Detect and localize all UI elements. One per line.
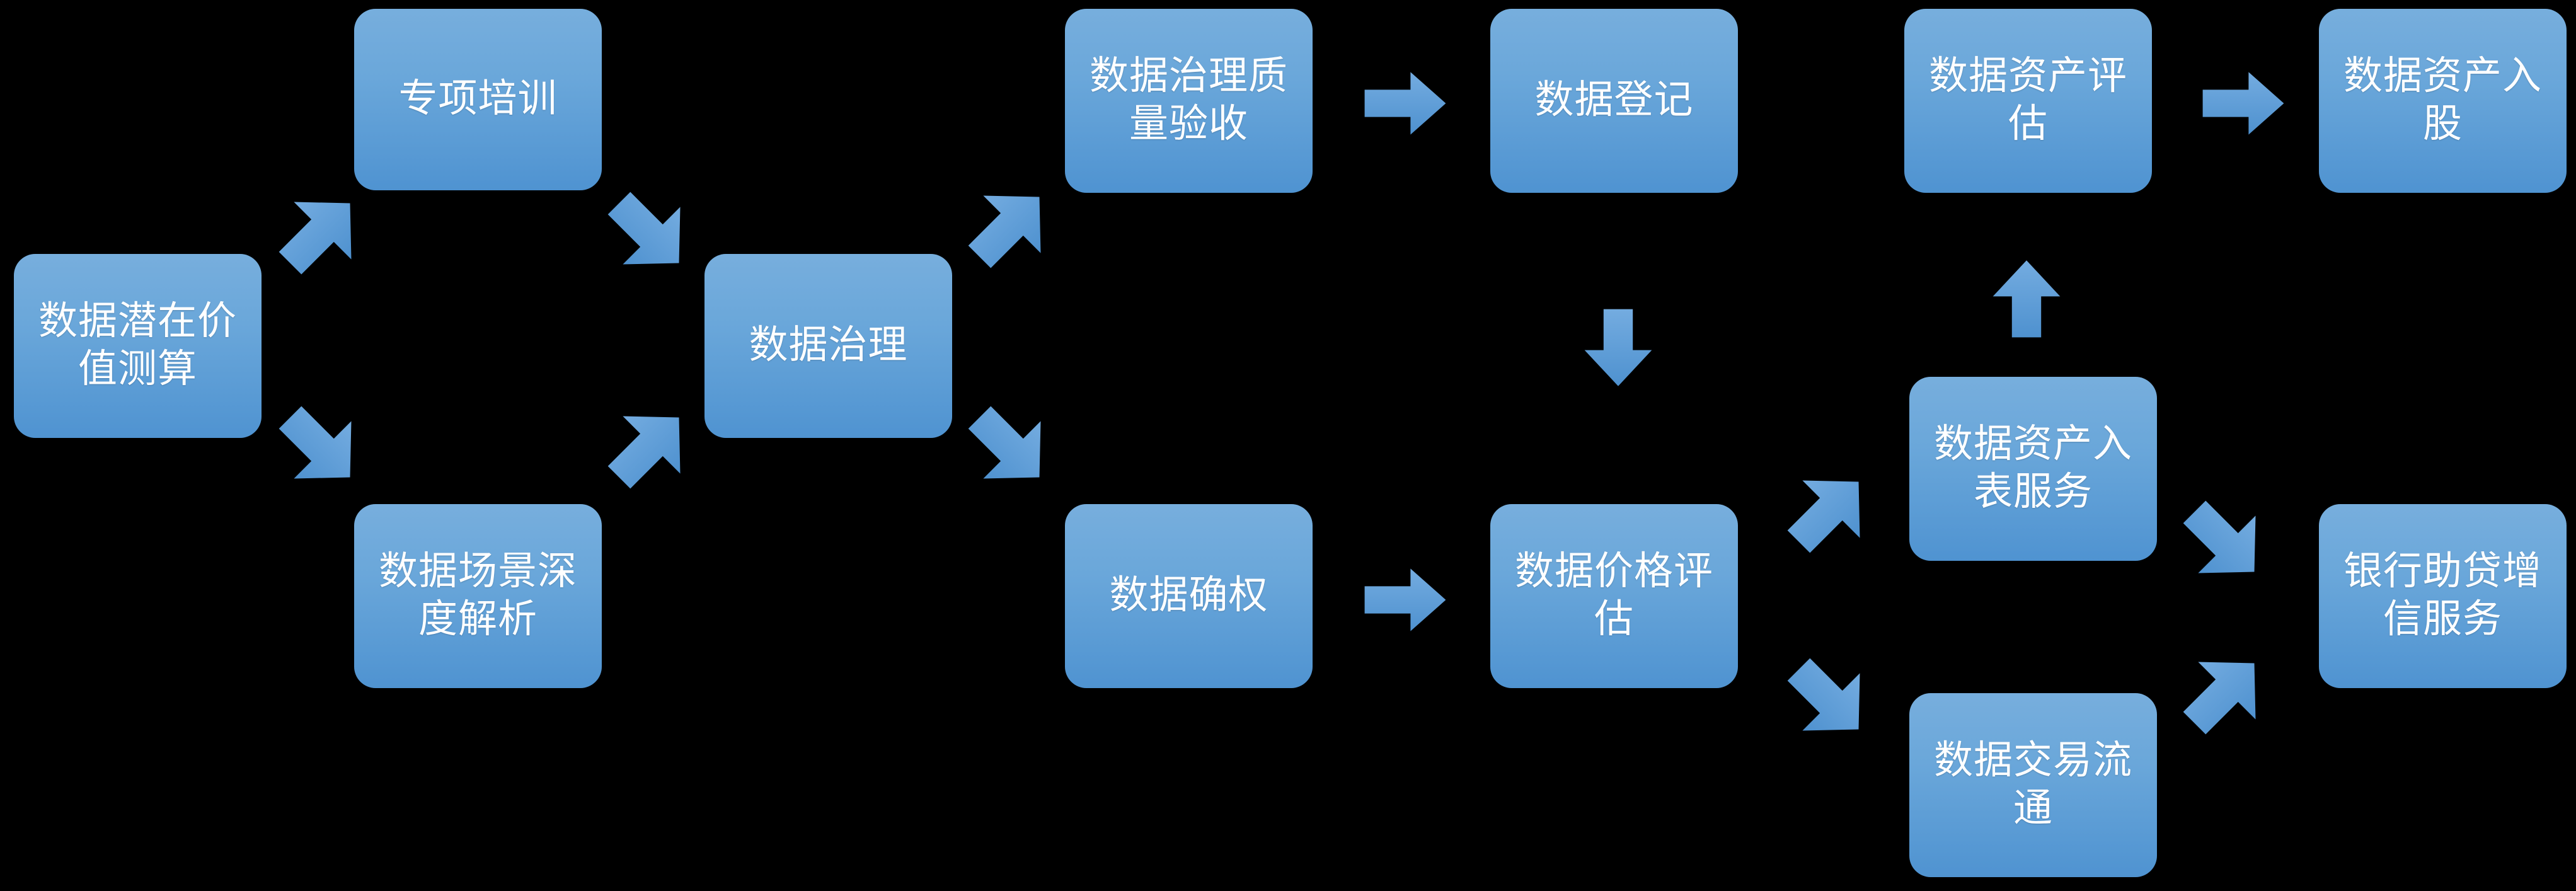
flow-node-n9[interactable]: 数据资产评估 bbox=[1904, 9, 2152, 193]
flow-arrow-diag-down-right bbox=[2180, 498, 2268, 586]
flow-node-n3[interactable]: 数据场景深度解析 bbox=[354, 504, 602, 688]
flow-node-label: 银行助贷增信服务 bbox=[2343, 550, 2542, 641]
flow-node-n1[interactable]: 数据潜在价值测算 bbox=[14, 254, 262, 438]
flow-arrow-diag-down-right bbox=[965, 403, 1054, 491]
flow-node-n7[interactable]: 数据登记 bbox=[1490, 9, 1738, 193]
flow-node-n10[interactable]: 数据资产入股 bbox=[2319, 9, 2567, 193]
flow-node-n4[interactable]: 数据治理 bbox=[704, 254, 952, 438]
flow-node-label: 数据治理质量验收 bbox=[1089, 55, 1288, 146]
flow-node-label: 数据场景深度解析 bbox=[378, 550, 577, 641]
flow-arrow-diag-down-right bbox=[1785, 655, 1873, 744]
flow-node-label: 数据资产入股 bbox=[2343, 55, 2542, 146]
flow-arrow-diag-up-right bbox=[605, 403, 693, 491]
flow-arrow-diag-down-right bbox=[605, 189, 693, 277]
flow-node-label: 数据确权 bbox=[1109, 574, 1268, 618]
flow-node-label: 数据资产入表服务 bbox=[1933, 423, 2132, 514]
flow-arrow-diag-up-right bbox=[2180, 649, 2268, 737]
flow-node-label: 数据治理 bbox=[749, 324, 908, 367]
flow-arrow-diag-up-right bbox=[276, 189, 364, 277]
flow-node-n2[interactable]: 专项培训 bbox=[354, 9, 602, 190]
flow-node-label: 数据登记 bbox=[1534, 79, 1694, 122]
flow-node-label: 专项培训 bbox=[398, 78, 558, 121]
flow-arrow-diag-up-right bbox=[1785, 468, 1873, 556]
flow-node-n11[interactable]: 数据资产入表服务 bbox=[1909, 377, 2157, 561]
flow-node-label: 数据价格评估 bbox=[1514, 550, 1713, 641]
flow-node-label: 数据资产评估 bbox=[1928, 55, 2127, 146]
flow-node-n8[interactable]: 数据价格评估 bbox=[1490, 504, 1738, 688]
flow-arrow-right bbox=[2199, 69, 2287, 137]
flow-node-n5[interactable]: 数据治理质量验收 bbox=[1065, 9, 1313, 193]
flow-node-label: 数据交易流通 bbox=[1933, 739, 2132, 830]
flow-arrow-diag-down-right bbox=[276, 403, 364, 491]
flow-node-n6[interactable]: 数据确权 bbox=[1065, 504, 1313, 688]
flow-arrow-right bbox=[1361, 69, 1449, 137]
flow-arrow-right bbox=[1361, 566, 1449, 634]
flow-arrow-down bbox=[1582, 308, 1655, 389]
flow-node-label: 数据潜在价值测算 bbox=[38, 300, 237, 391]
flow-arrow-up bbox=[1990, 257, 2063, 339]
flow-arrow-diag-up-right bbox=[965, 183, 1054, 271]
flow-node-n12[interactable]: 数据交易流通 bbox=[1909, 693, 2157, 877]
flow-node-n13[interactable]: 银行助贷增信服务 bbox=[2319, 504, 2567, 688]
